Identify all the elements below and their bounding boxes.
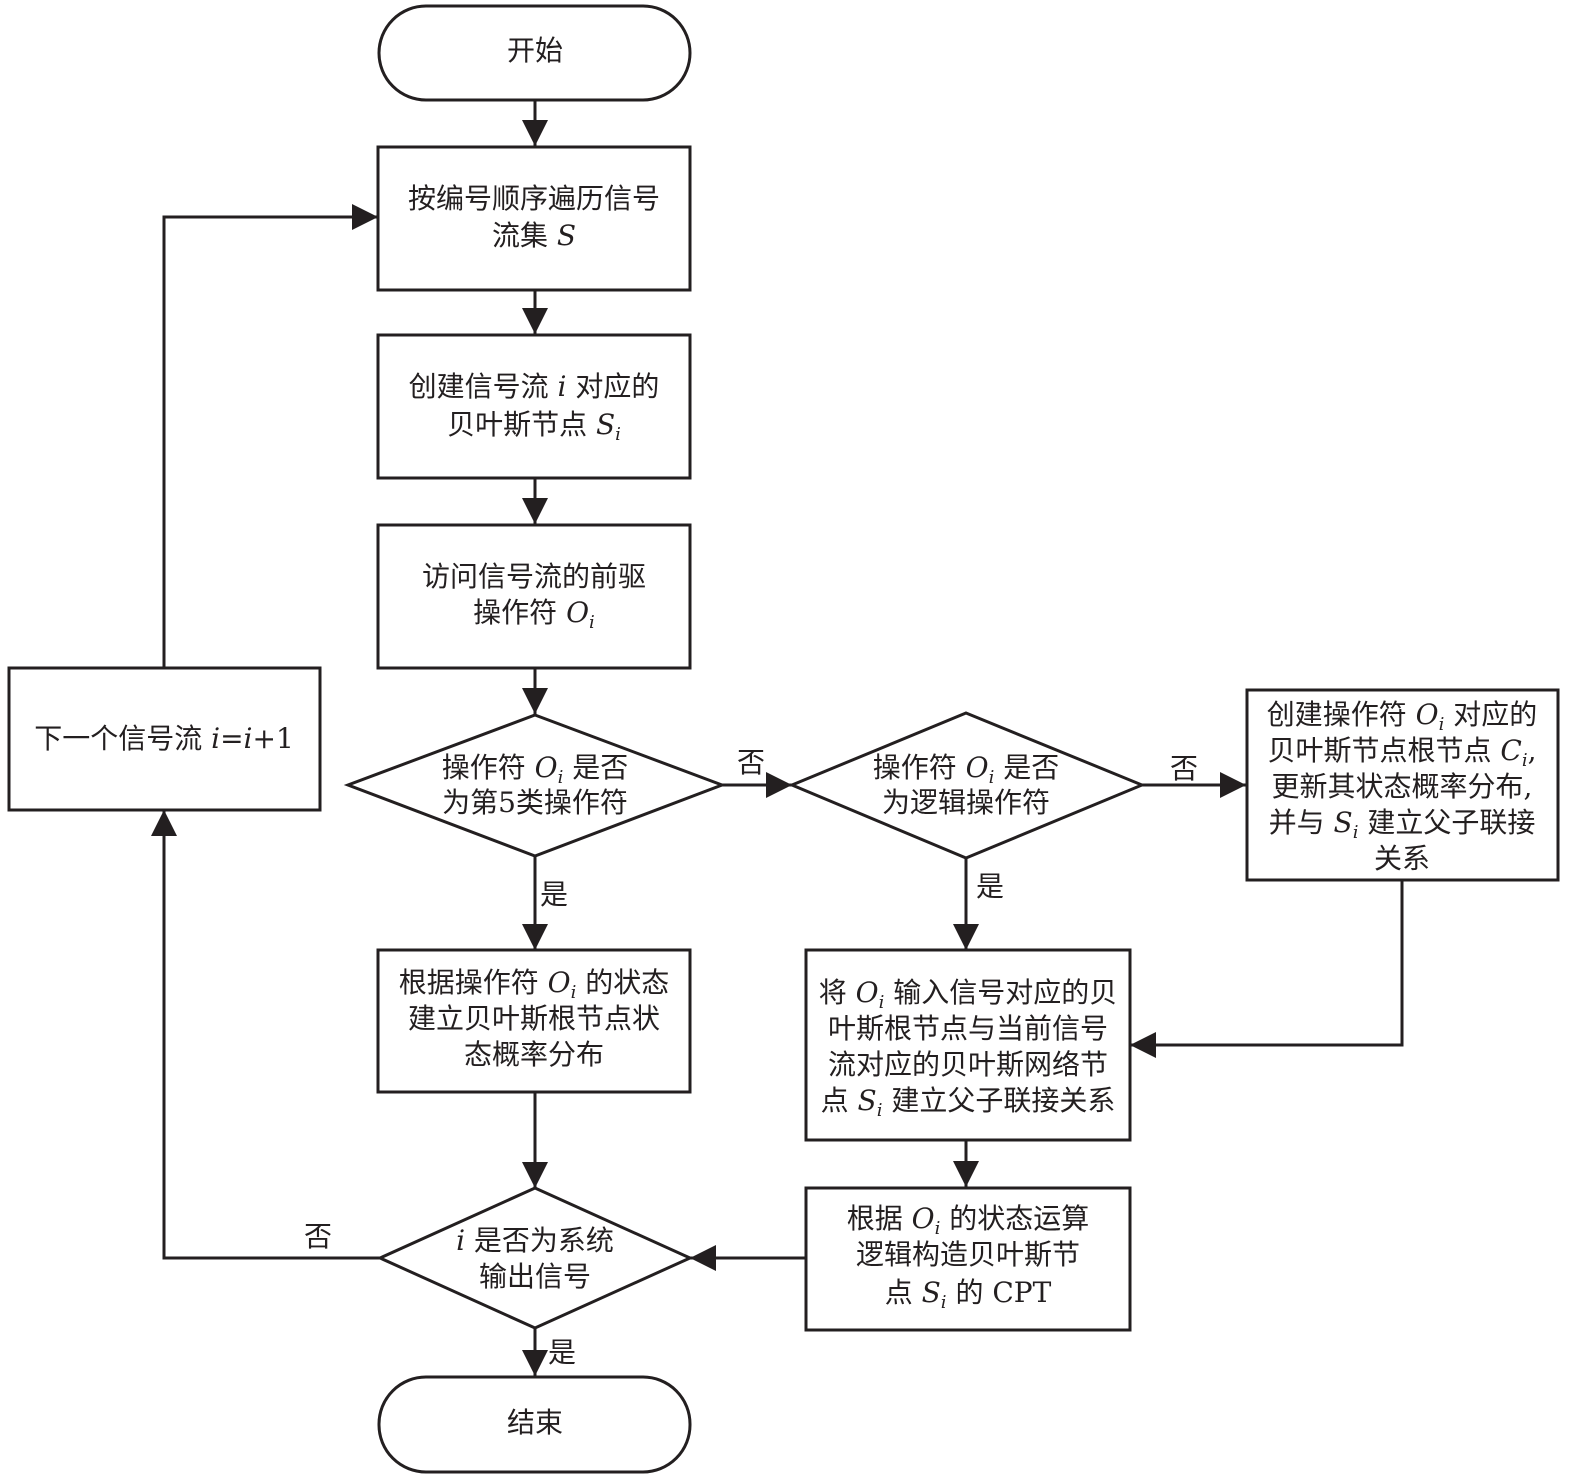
node-build-cpt: 根据 Oi 的状态运算 逻辑构造贝叶斯节 点 Si 的 CPT bbox=[804, 1186, 1132, 1332]
node-traverse-line2: 流集 S bbox=[492, 219, 576, 252]
node-create-root-line2: 贝叶斯节点根节点 Ci, bbox=[1267, 734, 1536, 771]
node-start-text: 开始 bbox=[507, 34, 563, 67]
arrowhead bbox=[1220, 772, 1246, 798]
node-cpt-line2: 逻辑构造贝叶斯节 bbox=[856, 1238, 1080, 1271]
node-start: 开始 bbox=[377, 4, 692, 102]
node-create-bayes: 创建信号流 i 对应的 贝叶斯节点 Si bbox=[376, 333, 692, 480]
node-create-root-line5: 关系 bbox=[1374, 842, 1430, 875]
label-logic-no: 否 bbox=[1170, 752, 1198, 785]
decision-class5-line2: 为第5类操作符 bbox=[442, 786, 628, 819]
arrowhead bbox=[766, 772, 792, 798]
edge-output-next bbox=[162, 810, 380, 1260]
node-next-text: 下一个信号流 i=i+1 bbox=[34, 722, 294, 755]
node-visit-operator: 访问信号流的前驱 操作符 Oi bbox=[376, 523, 692, 670]
node-next-stream: 下一个信号流 i=i+1 bbox=[7, 666, 322, 812]
arrowhead bbox=[953, 1161, 979, 1187]
node-link-line1: 将 Oi 输入信号对应的贝 bbox=[819, 976, 1118, 1013]
node-end: 结束 bbox=[377, 1375, 692, 1474]
arrowhead bbox=[522, 1162, 548, 1188]
decision-class5: 操作符 Oi 是否 为第5类操作符 bbox=[343, 713, 727, 858]
decision-logic-line2: 为逻辑操作符 bbox=[882, 786, 1050, 819]
arrowhead bbox=[690, 1245, 716, 1271]
label-class5-yes: 是 bbox=[540, 878, 568, 911]
node-create-root-line4: 并与 Si 建立父子联接 bbox=[1269, 806, 1536, 843]
arrowhead bbox=[522, 498, 548, 524]
edge-next-traverse bbox=[162, 215, 378, 668]
arrowhead bbox=[953, 924, 979, 950]
arrowhead bbox=[522, 308, 548, 334]
node-link-line2: 叶斯根节点与当前信号 bbox=[828, 1012, 1108, 1045]
arrowhead bbox=[151, 810, 177, 836]
arrowhead bbox=[352, 204, 378, 230]
decision-output-line1: i 是否为系统 bbox=[456, 1224, 614, 1257]
decision-output-line2: 输出信号 bbox=[479, 1260, 591, 1293]
label-output-no: 否 bbox=[304, 1220, 332, 1253]
label-class5-no: 否 bbox=[737, 746, 765, 779]
decision-logic-line1: 操作符 Oi 是否 bbox=[873, 751, 1060, 788]
decision-logic: 操作符 Oi 是否 为逻辑操作符 bbox=[788, 711, 1146, 860]
node-traverse-line1: 按编号顺序遍历信号 bbox=[408, 182, 660, 215]
node-traverse: 按编号顺序遍历信号 流集 S bbox=[376, 145, 692, 292]
node-link-line3: 流对应的贝叶斯网络节 bbox=[828, 1048, 1108, 1081]
connectors bbox=[151, 100, 1404, 1376]
node-cpt-line3: 点 Si 的 CPT bbox=[885, 1276, 1052, 1313]
node-create-line2: 贝叶斯节点 Si bbox=[447, 408, 621, 445]
node-create-root: 创建操作符 Oi 对应的 贝叶斯节点根节点 Ci, 更新其状态概率分布, 并与 … bbox=[1245, 688, 1560, 882]
arrowhead bbox=[522, 924, 548, 950]
decision-class5-line1: 操作符 Oi 是否 bbox=[442, 751, 629, 788]
decision-output: i 是否为系统 输出信号 bbox=[376, 1186, 694, 1330]
label-output-yes: 是 bbox=[548, 1336, 576, 1369]
node-cpt-line1: 根据 Oi 的状态运算 bbox=[847, 1202, 1090, 1239]
node-create-root-line1: 创建操作符 Oi 对应的 bbox=[1267, 698, 1538, 735]
edge-createroot-link bbox=[1130, 880, 1404, 1047]
node-end-text: 结束 bbox=[507, 1406, 563, 1439]
node-root-distribution: 根据操作符 Oi 的状态 建立贝叶斯根节点状 态概率分布 bbox=[376, 948, 692, 1094]
node-root-dist-line2: 建立贝叶斯根节点状 bbox=[408, 1002, 660, 1035]
edge-labels: 否 否 是 是 否 是 bbox=[304, 746, 1198, 1369]
node-root-dist-line1: 根据操作符 Oi 的状态 bbox=[399, 966, 670, 1003]
arrowhead bbox=[522, 1350, 548, 1376]
arrowhead bbox=[522, 120, 548, 146]
label-logic-yes: 是 bbox=[976, 870, 1004, 903]
node-create-root-line3: 更新其状态概率分布, bbox=[1272, 770, 1533, 803]
node-link-line4: 点 Si 建立父子联接关系 bbox=[821, 1084, 1116, 1121]
node-visit-line1: 访问信号流的前驱 bbox=[422, 560, 646, 593]
node-root-dist-line3: 态概率分布 bbox=[464, 1038, 604, 1071]
arrowhead bbox=[522, 688, 548, 714]
node-create-line1: 创建信号流 i 对应的 bbox=[409, 370, 660, 403]
node-link-parent: 将 Oi 输入信号对应的贝 叶斯根节点与当前信号 流对应的贝叶斯网络节 点 Si… bbox=[804, 948, 1132, 1142]
node-visit-line2: 操作符 Oi bbox=[473, 596, 595, 633]
arrowhead bbox=[1130, 1032, 1156, 1058]
